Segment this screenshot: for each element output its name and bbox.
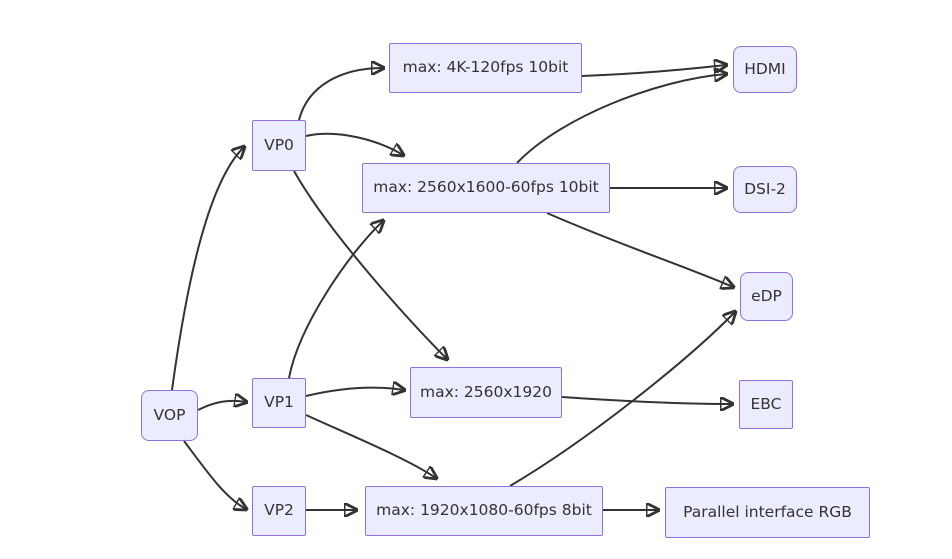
node-vop-label: VOP — [153, 405, 186, 424]
node-hdmi: HDMI — [733, 46, 797, 93]
edge-vop-vp1 — [197, 401, 246, 411]
node-vp1: VP1 — [252, 378, 306, 428]
edge-max2560x1920-ebc — [561, 396, 732, 404]
edge-vp0-max4k — [298, 68, 383, 121]
edge-max2560x1600-hdmi — [516, 74, 726, 164]
edge-vp1-max2560x1600 — [288, 221, 383, 379]
node-max-2560x1920: max: 2560x1920 — [410, 367, 562, 418]
node-max-1920x1080-60fps-8bit: max: 1920x1080-60fps 8bit — [365, 486, 603, 536]
edge-vp0-max2560x1920 — [293, 170, 447, 359]
node-vp1-label: VP1 — [264, 393, 294, 412]
edge-vop-vp2 — [183, 440, 246, 509]
node-max-2560x1920-label: max: 2560x1920 — [420, 382, 552, 401]
node-max-1920x1080-label: max: 1920x1080-60fps 8bit — [376, 501, 592, 520]
node-edp-label: eDP — [751, 286, 782, 305]
node-vop: VOP — [141, 390, 198, 441]
edge-vop-vp0 — [171, 147, 244, 391]
node-max-4k-120fps-10bit: max: 4K-120fps 10bit — [389, 43, 582, 93]
edge-max2560x1600-edp — [546, 212, 733, 287]
node-ebc-label: EBC — [750, 394, 782, 413]
node-hdmi-label: HDMI — [744, 59, 786, 78]
node-parallel-interface-rgb: Parallel interface RGB — [665, 487, 870, 538]
node-max-2560x1600-60fps-10bit: max: 2560x1600-60fps 10bit — [362, 163, 610, 213]
edge-vp1-max2560x1920 — [305, 388, 404, 396]
node-dsi-2-label: DSI-2 — [744, 179, 786, 198]
edge-vp1-max1920x1080 — [305, 414, 436, 478]
node-vp0-label: VP0 — [264, 135, 294, 154]
node-max-4k-label: max: 4K-120fps 10bit — [402, 58, 569, 77]
node-dsi-2: DSI-2 — [733, 166, 797, 213]
node-edp: eDP — [740, 272, 793, 321]
node-ebc: EBC — [739, 380, 793, 429]
edge-max4k-hdmi — [581, 65, 726, 77]
node-max-2560x1600-label: max: 2560x1600-60fps 10bit — [373, 178, 599, 197]
edge-vp0-max2560x1600 — [305, 132, 403, 155]
node-vp0: VP0 — [252, 120, 306, 171]
node-vp2: VP2 — [252, 486, 306, 536]
node-vp2-label: VP2 — [264, 501, 294, 520]
node-parallel-rgb-label: Parallel interface RGB — [683, 502, 852, 521]
edge-max1920x1080-edp — [509, 312, 735, 487]
